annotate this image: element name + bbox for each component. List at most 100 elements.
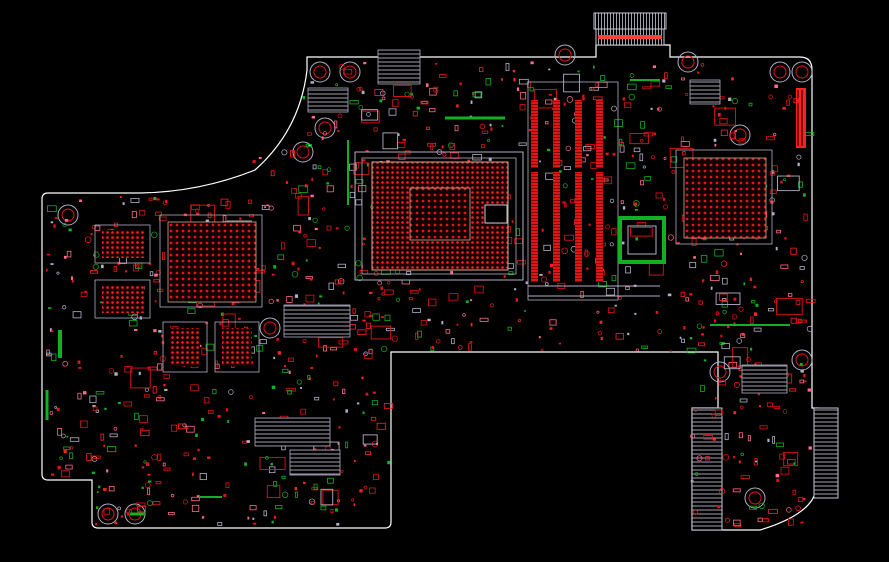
smd-part: [799, 379, 805, 384]
smd-part: [627, 83, 637, 91]
smd-part: [529, 87, 534, 92]
smd-part: [82, 391, 87, 395]
smd-part: [635, 237, 638, 241]
smd-part: [286, 296, 293, 303]
smd-part: [445, 329, 451, 334]
smd-part: [686, 347, 697, 354]
smd-part: [195, 213, 200, 215]
smd-part: [528, 129, 532, 132]
smd-part: [711, 413, 717, 418]
smd-part: [548, 68, 551, 71]
smd-part: [319, 295, 323, 298]
smd-part: [141, 486, 144, 489]
smd-part: [363, 485, 368, 490]
smd-part: [611, 275, 617, 282]
smd-part: [70, 446, 74, 450]
smd-part: [472, 154, 483, 161]
smd-part: [157, 363, 163, 371]
smd-part: [702, 279, 705, 283]
ic-outline: [714, 107, 736, 126]
smd-part: [51, 473, 55, 476]
smd-part: [469, 299, 473, 302]
smd-part: [170, 424, 178, 432]
smd-part: [369, 487, 376, 494]
smd-part: [259, 339, 267, 345]
smd-part: [61, 470, 70, 478]
smd-part: [263, 510, 267, 517]
smd-part: [168, 511, 175, 516]
smd-part: [86, 453, 92, 461]
smd-part: [632, 200, 640, 207]
smd-part: [474, 91, 483, 99]
smd-part: [549, 319, 557, 326]
smd-part: [277, 254, 285, 260]
smd-part: [70, 276, 73, 280]
smd-part: [323, 345, 328, 352]
smd-part: [201, 516, 205, 519]
smd-part: [733, 519, 741, 527]
smd-part: [741, 332, 745, 337]
smd-part: [738, 432, 743, 439]
southbridge-bga: [675, 149, 773, 245]
smd-part: [207, 456, 211, 459]
smd-part: [337, 263, 347, 269]
smd-part: [47, 205, 57, 212]
smd-part: [586, 154, 589, 157]
smd-part: [95, 506, 99, 509]
smd-part: [775, 473, 780, 478]
smd-part: [605, 224, 610, 230]
smd-part: [196, 495, 200, 498]
smd-part: [618, 296, 622, 300]
smd-part: [650, 81, 660, 87]
smd-part: [676, 241, 680, 244]
smd-part: [152, 386, 157, 394]
smd-part: [50, 263, 54, 265]
smd-part: [549, 327, 553, 330]
smd-part: [381, 345, 388, 353]
smd-part: [508, 271, 514, 276]
smd-part: [430, 144, 434, 151]
smd-part: [153, 329, 157, 333]
smd-part: [310, 81, 315, 84]
smd-part: [718, 112, 721, 117]
ic-outline: [130, 367, 151, 389]
smd-part: [803, 213, 808, 222]
smd-part: [545, 121, 549, 125]
smd-part: [199, 472, 207, 481]
smd-part: [248, 395, 253, 400]
smd-part: [634, 202, 637, 206]
smd-part: [361, 90, 365, 95]
smd-part: [140, 429, 150, 437]
smd-part: [772, 436, 775, 444]
smd-part: [46, 352, 52, 357]
smd-part: [158, 395, 162, 399]
smd-part: [525, 281, 528, 285]
smd-part: [271, 385, 276, 389]
smd-part: [50, 330, 54, 333]
smd-part: [104, 407, 107, 410]
smd-part: [725, 517, 730, 523]
smd-part: [549, 263, 554, 268]
smd-part: [63, 450, 67, 454]
smd-part: [154, 300, 157, 303]
smd-part: [134, 444, 137, 447]
smd-part: [653, 132, 656, 136]
smd-part: [327, 477, 334, 484]
smd-part: [662, 197, 666, 201]
smd-part: [231, 302, 235, 306]
smd-part: [108, 485, 115, 492]
smd-part: [797, 319, 807, 323]
smd-part: [631, 154, 634, 158]
smd-part: [558, 342, 562, 345]
smd-part: [326, 225, 332, 231]
smd-part: [308, 216, 311, 221]
smd-part: [334, 120, 338, 129]
smd-part: [372, 391, 376, 394]
smd-part: [293, 224, 301, 232]
smd-part: [117, 401, 121, 404]
smd-part: [410, 290, 419, 294]
smd-part: [697, 71, 700, 74]
smd-part: [584, 251, 590, 257]
smd-part: [286, 387, 296, 392]
